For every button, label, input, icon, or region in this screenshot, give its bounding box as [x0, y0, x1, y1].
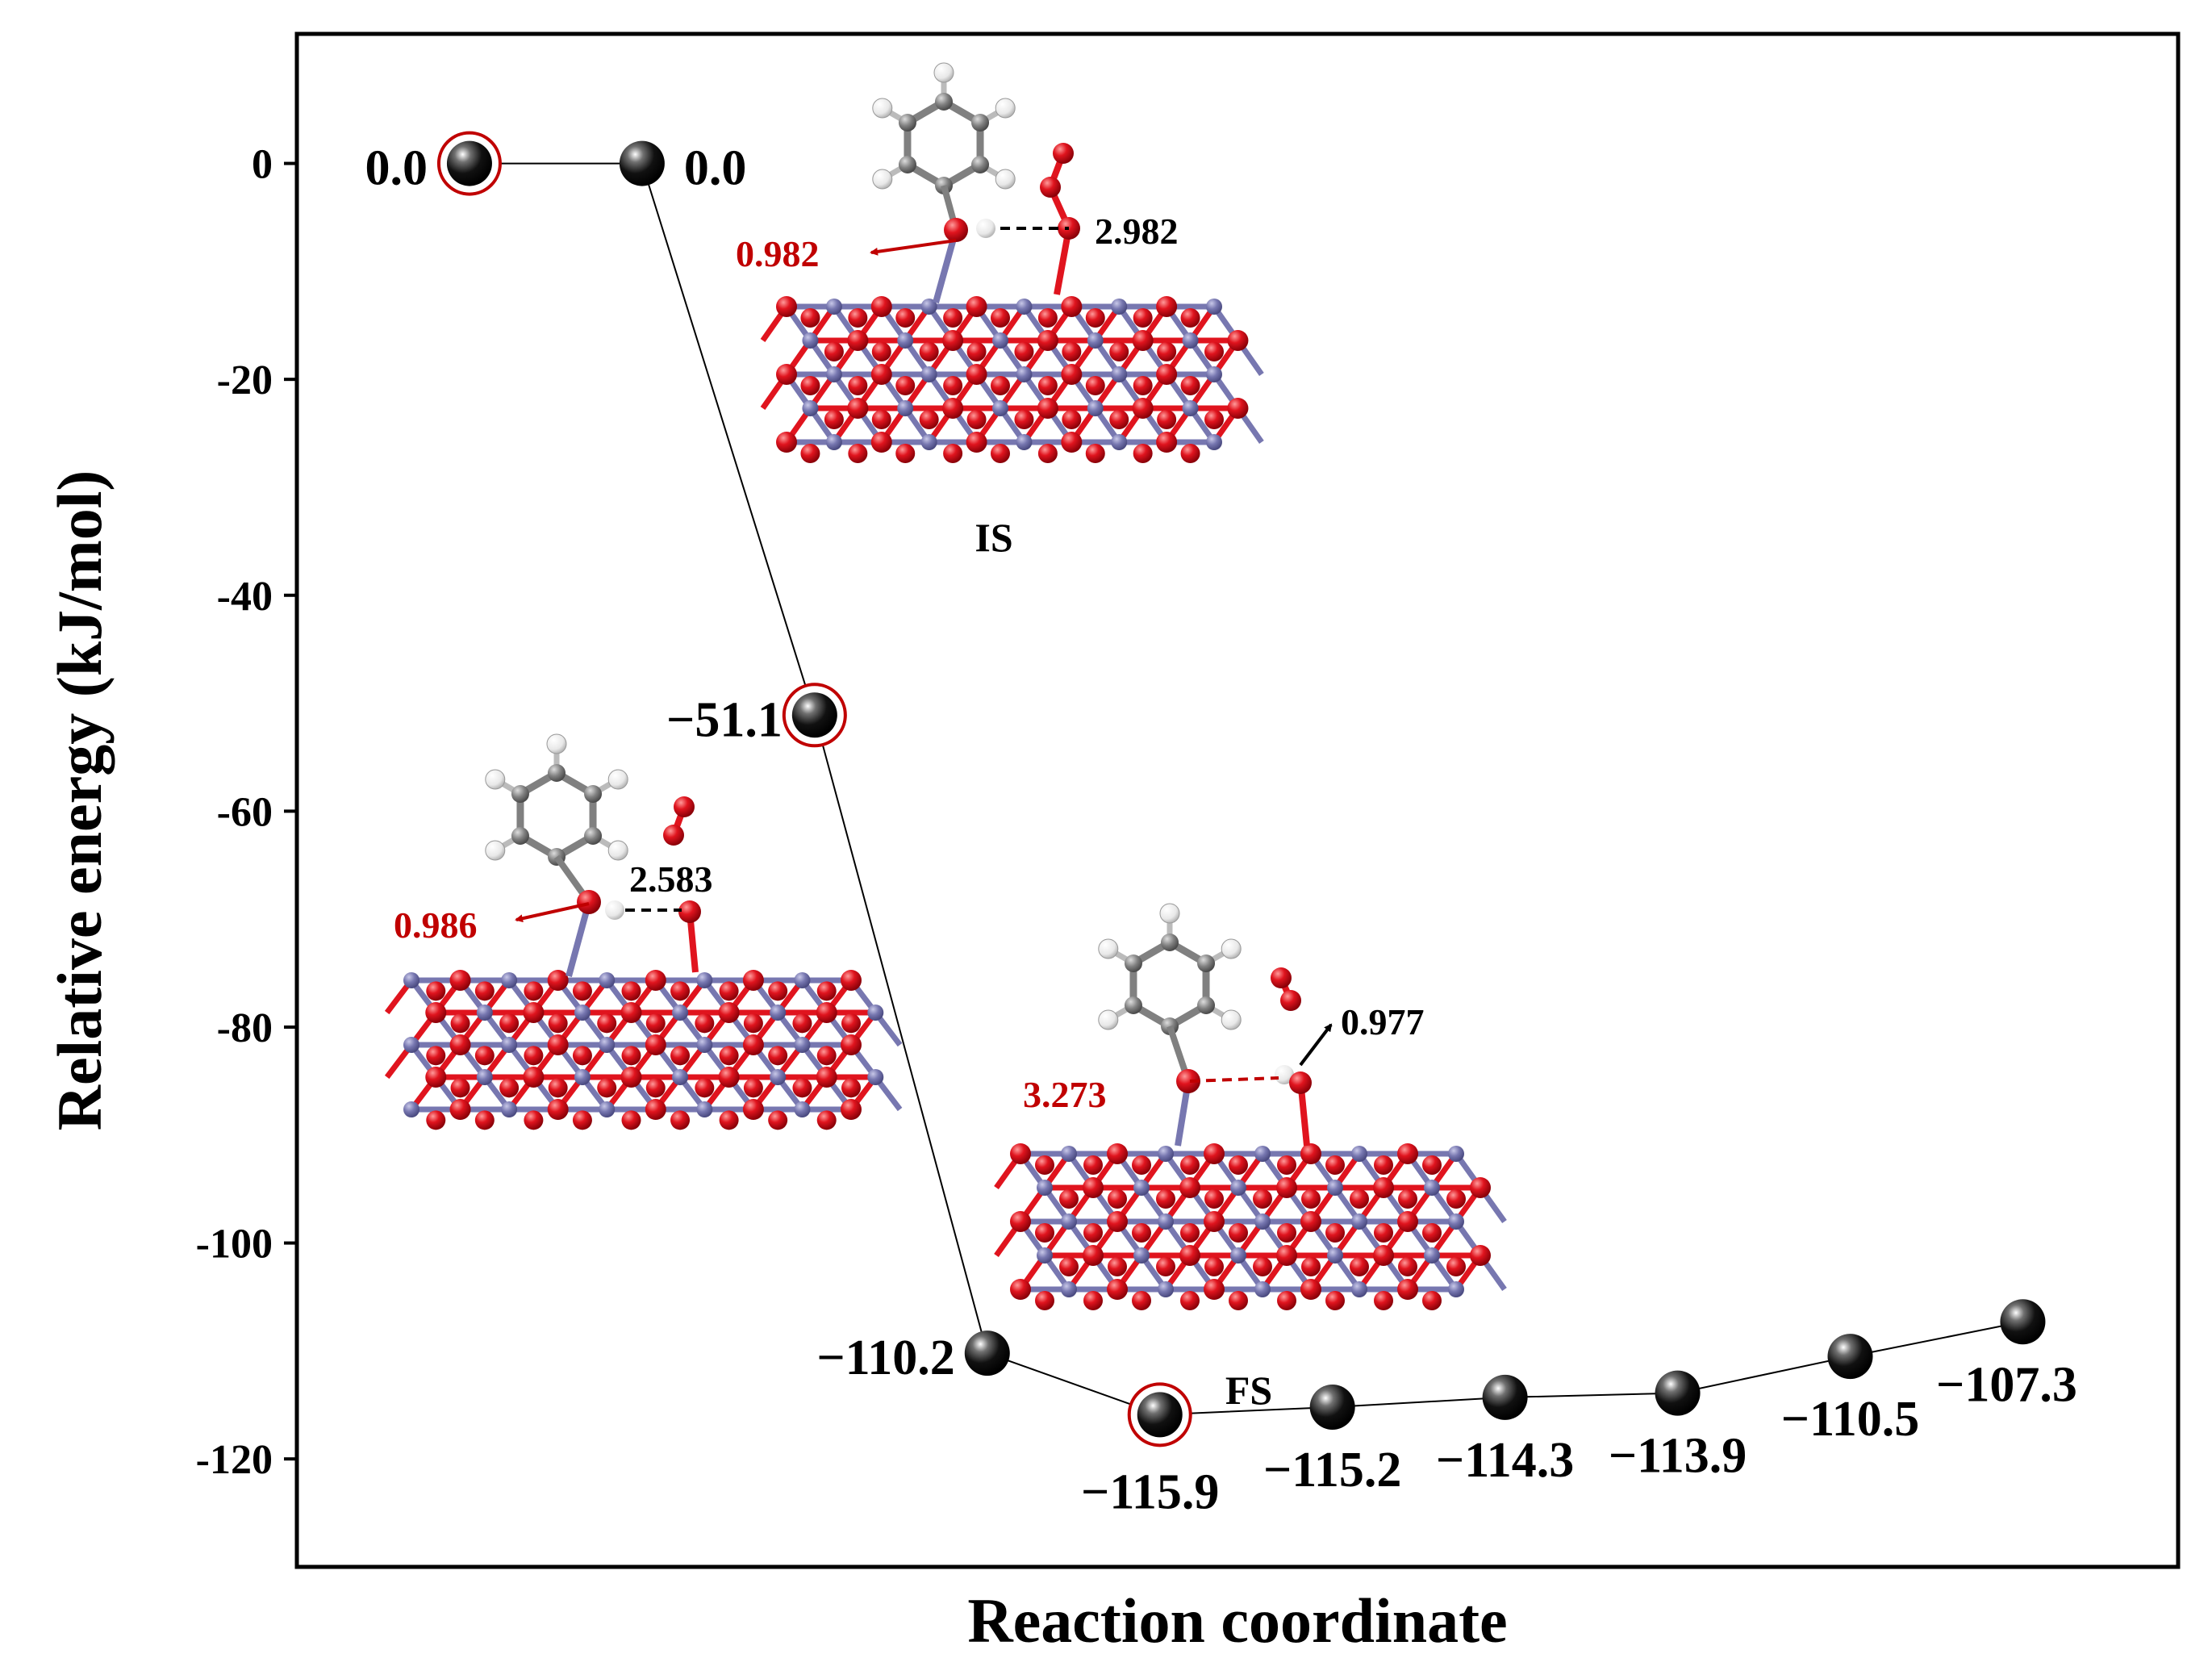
y-tick-label: 0	[252, 142, 273, 188]
energy-point	[2000, 1299, 2046, 1345]
energy-path-line	[469, 162, 2023, 1416]
x-axis-title: Reaction coordinate	[967, 1585, 1507, 1656]
fs-state-label: FS	[1225, 1368, 1272, 1413]
energy-value-label: 0.0	[365, 141, 428, 196]
fs-oh-arrow	[1299, 1023, 1333, 1067]
is-distance-annotations: 0.982 2.982 0.986 2.583 3.273 0.977	[394, 211, 1425, 1115]
fs-o-h-distance-label: 3.273	[1023, 1074, 1107, 1115]
y-tick-label: -60	[217, 789, 273, 835]
is-h-o-distance-label: 2.982	[1095, 211, 1179, 252]
y-axis-ticks: 0 -20 -40 -60 -80 -100 -120	[196, 142, 297, 1483]
is-oh-bond-label: 0.982	[736, 233, 820, 274]
energy-value-label: −107.3	[1936, 1357, 2077, 1412]
benzene-ring	[485, 733, 628, 866]
fs-o-h-dashed	[1189, 1076, 1279, 1083]
plot-frame	[294, 31, 2181, 1569]
data-labels: 0.0 0.0 −51.1 −110.2 −115.9 −115.2 −114.3 −113.…	[365, 141, 2076, 1520]
benzene-ring	[872, 62, 1016, 194]
oxide-slab	[384, 970, 903, 1130]
y-axis-title: Relative energy (kJ/mol)	[44, 470, 115, 1131]
energy-value-label: −51.1	[666, 692, 783, 747]
oxide-slab	[760, 296, 1264, 463]
energy-point	[446, 140, 492, 186]
y-tick-label: -100	[196, 1222, 273, 1268]
energy-value-label: −115.9	[1081, 1464, 1219, 1519]
fs-structure	[994, 903, 1507, 1310]
y-tick-label: -80	[217, 1005, 273, 1051]
is-structure	[760, 62, 1264, 463]
y-tick-label: -20	[217, 357, 273, 403]
fs-oh-bond-label: 0.977	[1341, 1001, 1425, 1042]
ts-structure	[384, 733, 903, 1130]
y-tick-label: -40	[217, 574, 273, 620]
energy-point	[1137, 1392, 1183, 1438]
energy-value-label: −114.3	[1436, 1433, 1574, 1488]
energy-point	[791, 692, 837, 738]
benzene-ring	[1098, 903, 1242, 1035]
energy-value-label: −110.5	[1781, 1392, 1919, 1447]
oxide-slab	[994, 1143, 1507, 1310]
y-tick-label: -120	[196, 1437, 273, 1483]
ts-oh-arrow	[515, 902, 590, 923]
energy-value-label: 0.0	[684, 141, 747, 196]
energy-point	[619, 140, 665, 186]
data-markers	[436, 131, 2046, 1447]
energy-value-label: −113.9	[1609, 1429, 1747, 1484]
structure-insets	[384, 62, 1507, 1310]
energy-point	[1655, 1370, 1701, 1416]
energy-point	[964, 1330, 1010, 1376]
energy-point	[1309, 1384, 1355, 1430]
energy-point	[1482, 1374, 1528, 1420]
energy-value-label: −110.2	[816, 1330, 954, 1385]
is-oh-arrow	[870, 239, 957, 256]
ts-oh-bond-label: 0.986	[394, 904, 478, 946]
energy-point	[1827, 1334, 1873, 1380]
is-state-label: IS	[975, 515, 1012, 560]
ts-h-o-distance-label: 2.583	[629, 858, 713, 900]
energy-value-label: −115.2	[1263, 1443, 1401, 1497]
